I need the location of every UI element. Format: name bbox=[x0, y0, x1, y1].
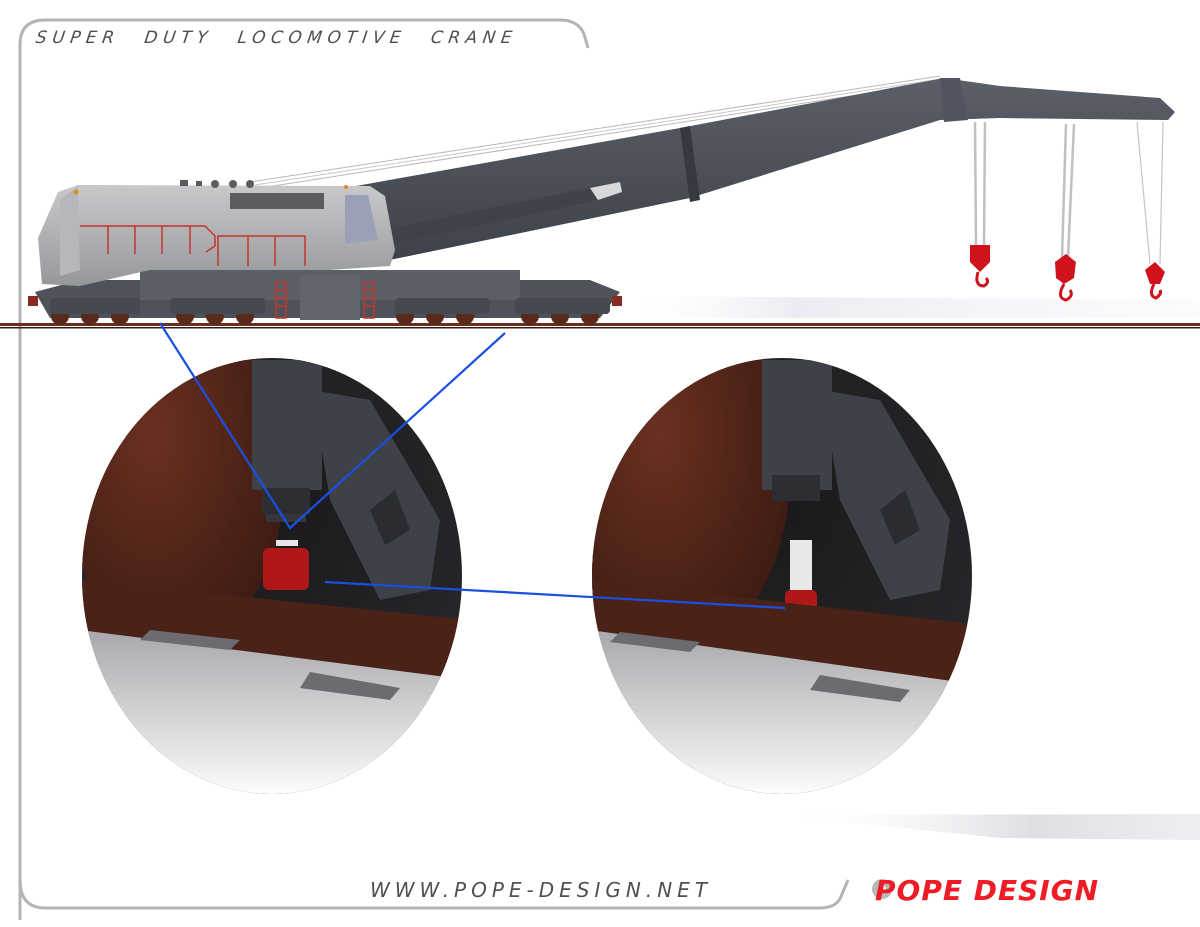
hook-2 bbox=[1055, 123, 1076, 302]
detail-callout-left bbox=[82, 358, 462, 794]
cab-window bbox=[345, 195, 378, 244]
frame-border-bottom bbox=[18, 879, 850, 910]
hook-3 bbox=[1136, 121, 1165, 300]
brand-logo: POPE DESIGN bbox=[873, 870, 1099, 910]
website-link[interactable]: WWW.POPE-DESIGN.NET bbox=[370, 878, 713, 902]
detail-callout-right bbox=[592, 358, 972, 794]
gear-icon bbox=[872, 879, 892, 899]
hook-1 bbox=[970, 121, 990, 288]
frame-border bbox=[18, 18, 590, 920]
poster-title: SUPER DUTY LOCOMOTIVE CRANE bbox=[34, 28, 519, 48]
callout-lines bbox=[159, 322, 786, 610]
brand-name: POPE DESIGN bbox=[875, 873, 1100, 907]
